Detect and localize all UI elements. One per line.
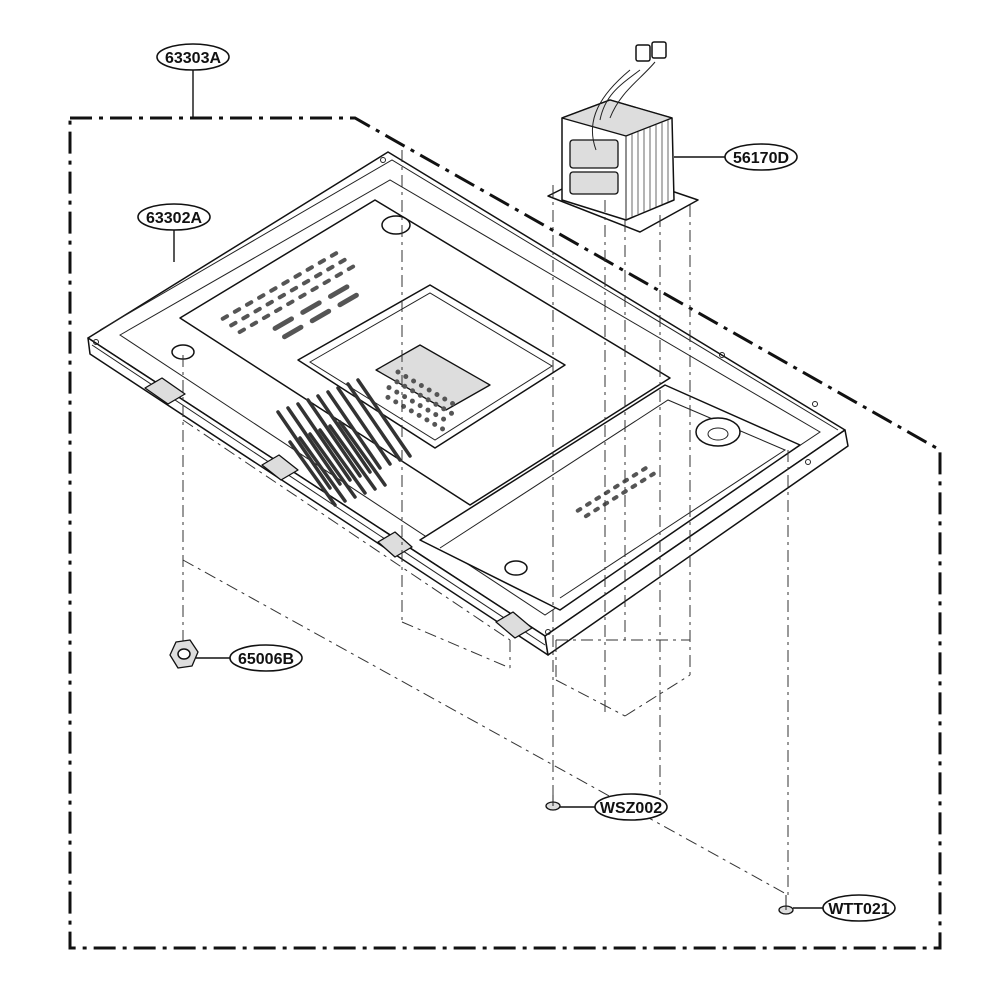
base-plate (87, 151, 849, 656)
vent-grid-center (385, 369, 456, 432)
callout-65006B: 65006B (196, 644, 303, 672)
label-65006B: 65006B (238, 651, 294, 668)
label-WTT021: WTT021 (828, 901, 889, 918)
callout-63302A: 63302A (137, 203, 211, 262)
vent-louvers (276, 378, 412, 507)
transformer (547, 41, 699, 233)
vent-grid-upper (220, 251, 359, 340)
screw-WTT021 (778, 895, 794, 915)
callout-63303A: 63303A (156, 43, 230, 118)
label-63302A: 63302A (146, 210, 202, 227)
nut-65006B (169, 639, 199, 669)
callout-WTT021: WTT021 (793, 894, 896, 922)
callout-WSZ002: WSZ002 (560, 793, 668, 821)
projection-lines (182, 150, 789, 896)
callout-56170D: 56170D (674, 143, 798, 171)
screw-WSZ002 (545, 795, 561, 811)
label-WSZ002: WSZ002 (600, 800, 662, 817)
assembly-boundary (68, 116, 942, 950)
label-63303A: 63303A (165, 50, 221, 67)
label-56170D: 56170D (733, 150, 789, 167)
